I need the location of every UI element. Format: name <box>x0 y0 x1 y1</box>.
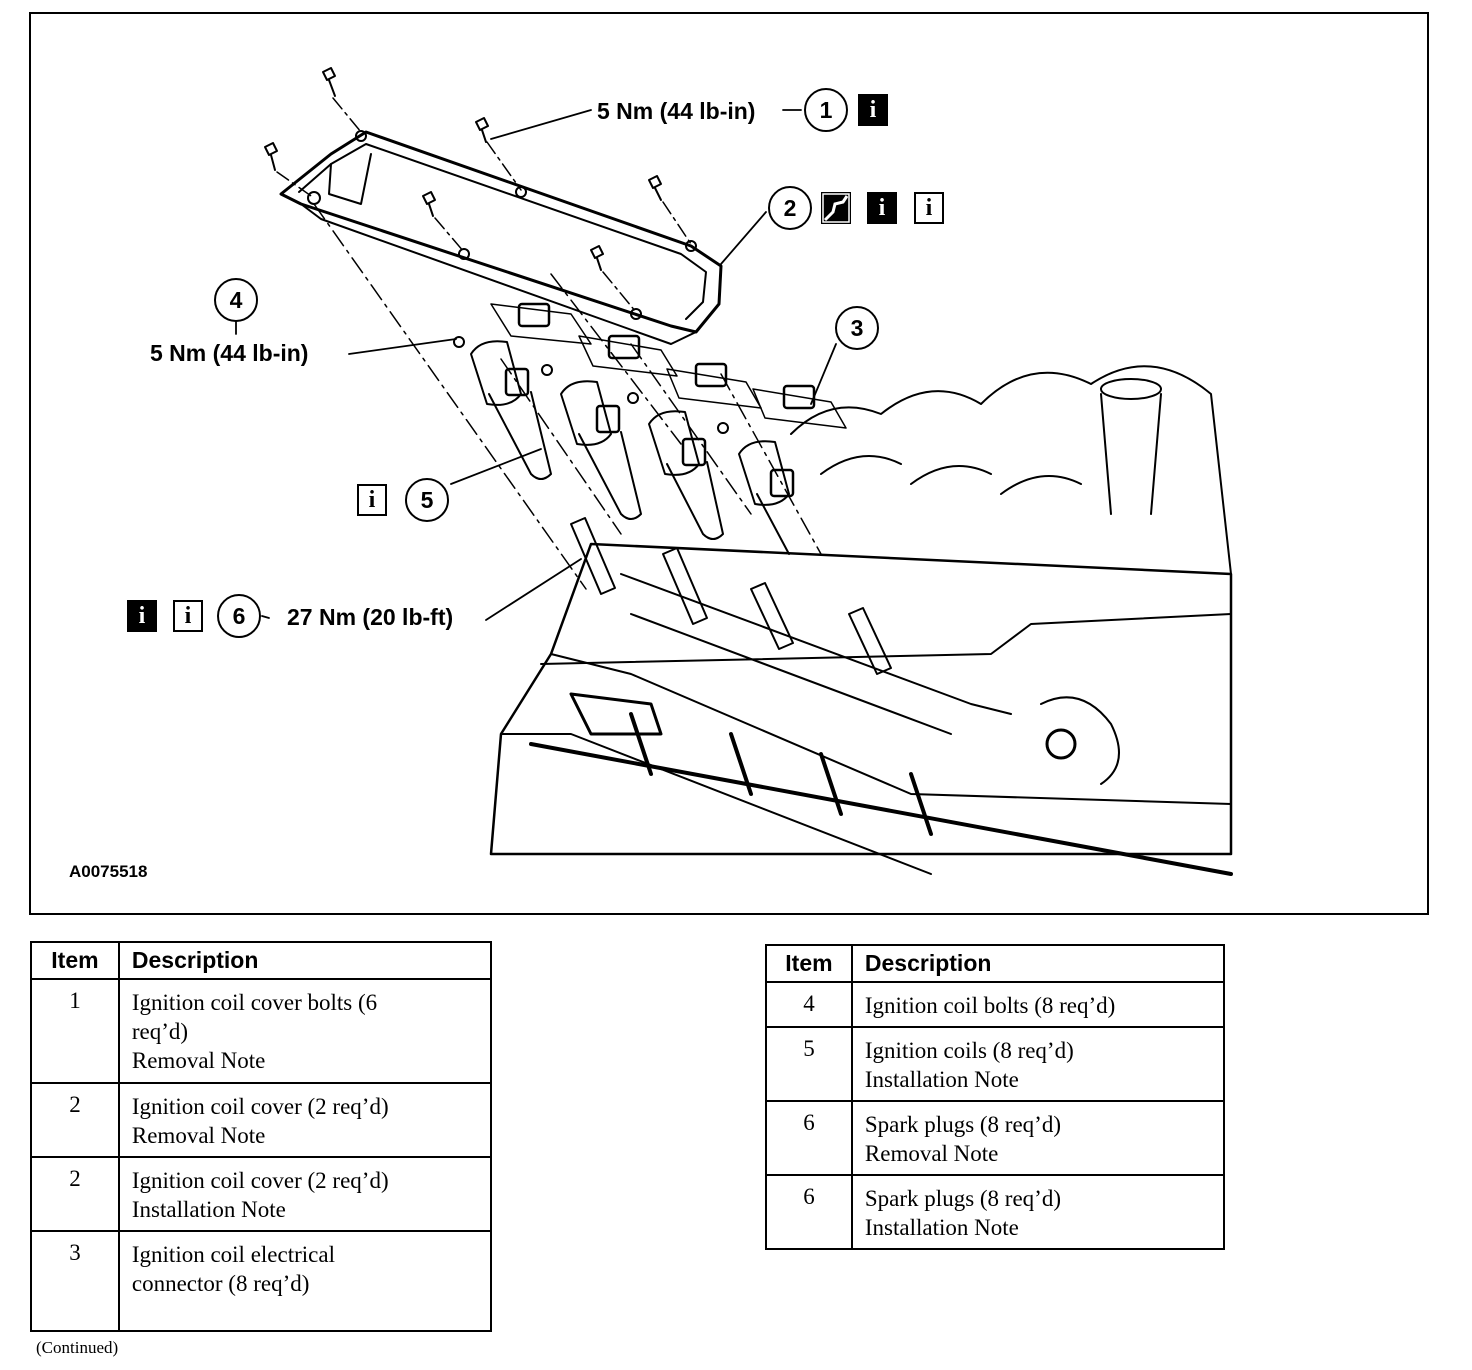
engine-illustration <box>235 67 1233 876</box>
engine-block <box>489 365 1233 876</box>
callout-6-marker: 6 <box>217 594 261 638</box>
info-filled-icon: i <box>858 94 888 126</box>
special-tool-icon <box>821 192 851 224</box>
description-column-header: Description <box>850 944 1226 983</box>
callout-4-marker: 4 <box>214 278 258 322</box>
item-number: 6 <box>765 1100 853 1176</box>
description-line: Removal Note <box>131 1123 266 1148</box>
description-line: Spark plugs (8 req’d) <box>864 1112 1061 1137</box>
table-row: 5 Ignition coils (8 req’d) Installation … <box>765 1026 1226 1102</box>
info-filled-icon: i <box>867 192 897 224</box>
info-filled-icon: i <box>127 600 157 632</box>
description-line: Installation Note <box>864 1067 1019 1092</box>
info-outline-icon: i <box>914 192 944 224</box>
item-number: 2 <box>30 1156 120 1232</box>
description-line: Installation Note <box>864 1215 1019 1240</box>
item-description: Ignition coils (8 req’d) Installation No… <box>850 1026 1226 1102</box>
table-row: 2 Ignition coil cover (2 req’d) Removal … <box>30 1082 493 1158</box>
item-description: Ignition coil cover bolts (6 req’d) Remo… <box>117 978 493 1084</box>
item-column-header: Item <box>765 944 853 983</box>
callout-2-marker: 2 <box>768 186 812 230</box>
item-description: Spark plugs (8 req’d) Installation Note <box>850 1174 1226 1250</box>
description-line: Removal Note <box>864 1141 999 1166</box>
item-number: 6 <box>765 1174 853 1250</box>
engine-diagram-figure: 5 Nm (44 lb-in) 1 i 2 i i 3 4 5 Nm (44 l… <box>29 12 1429 915</box>
info-outline-icon: i <box>357 484 387 516</box>
table-row: 3 Ignition coil electrical connector (8 … <box>30 1230 493 1332</box>
description-line: Removal Note <box>131 1048 266 1073</box>
callout-1-spec: 5 Nm (44 lb-in) <box>597 98 756 124</box>
item-number: 2 <box>30 1082 120 1158</box>
info-outline-icon: i <box>173 600 203 632</box>
description-line: connector (8 req’d) <box>131 1271 310 1296</box>
item-description: Ignition coil electrical connector (8 re… <box>117 1230 493 1332</box>
table-row: 6 Spark plugs (8 req’d) Removal Note <box>765 1100 1226 1176</box>
callout-6-spec: 27 Nm (20 lb-ft) <box>287 604 454 630</box>
coil-connectors <box>490 302 847 429</box>
assembly-guide-lines <box>313 203 822 590</box>
spark-plugs <box>570 517 892 675</box>
description-line: Ignition coil cover (2 req’d) <box>131 1094 389 1119</box>
table-row: 1 Ignition coil cover bolts (6 req’d) Re… <box>30 978 493 1084</box>
description-line: Ignition coil bolts (8 req’d) <box>864 993 1116 1018</box>
table-row: 6 Spark plugs (8 req’d) Installation Not… <box>765 1174 1226 1250</box>
item-column-header: Item <box>30 941 120 980</box>
description-line: req’d) <box>131 1019 189 1044</box>
cover-bolts <box>264 67 692 313</box>
table-row: 4 Ignition coil bolts (8 req’d) <box>765 981 1226 1028</box>
table-row: 2 Ignition coil cover (2 req’d) Installa… <box>30 1156 493 1232</box>
callout-3-marker: 3 <box>835 306 879 350</box>
callout-leaders <box>235 109 837 621</box>
description-line: Ignition coils (8 req’d) <box>864 1038 1074 1063</box>
item-number: 1 <box>30 978 120 1084</box>
callout-1-marker: 1 <box>804 88 848 132</box>
item-description: Ignition coil cover (2 req’d) Installati… <box>117 1156 493 1232</box>
callout-4-spec: 5 Nm (44 lb-in) <box>150 340 309 366</box>
continued-note: (Continued) <box>36 1338 119 1357</box>
parts-table-left: Item Description 1 Ignition coil cover b… <box>30 941 493 1332</box>
callout-5-marker: 5 <box>405 478 449 522</box>
item-description: Spark plugs (8 req’d) Removal Note <box>850 1100 1226 1176</box>
table-header-row: Item Description <box>30 941 493 980</box>
ignition-coils <box>453 336 795 555</box>
figure-id: A0075518 <box>69 862 148 881</box>
parts-table-right: Item Description 4 Ignition coil bolts (… <box>765 944 1226 1250</box>
item-number: 3 <box>30 1230 120 1332</box>
description-line: Installation Note <box>131 1197 286 1222</box>
item-description: Ignition coil cover (2 req’d) Removal No… <box>117 1082 493 1158</box>
item-number: 4 <box>765 981 853 1028</box>
description-line: Ignition coil cover bolts (6 <box>131 990 378 1015</box>
description-line: Ignition coil cover (2 req’d) <box>131 1168 389 1193</box>
special-tool-glyph <box>822 193 850 223</box>
ignition-coil-cover <box>279 130 723 345</box>
description-line: Spark plugs (8 req’d) <box>864 1186 1061 1211</box>
description-column-header: Description <box>117 941 493 980</box>
description-line: Ignition coil electrical <box>131 1242 335 1267</box>
item-number: 5 <box>765 1026 853 1102</box>
table-header-row: Item Description <box>765 944 1226 983</box>
item-description: Ignition coil bolts (8 req’d) <box>850 981 1226 1028</box>
